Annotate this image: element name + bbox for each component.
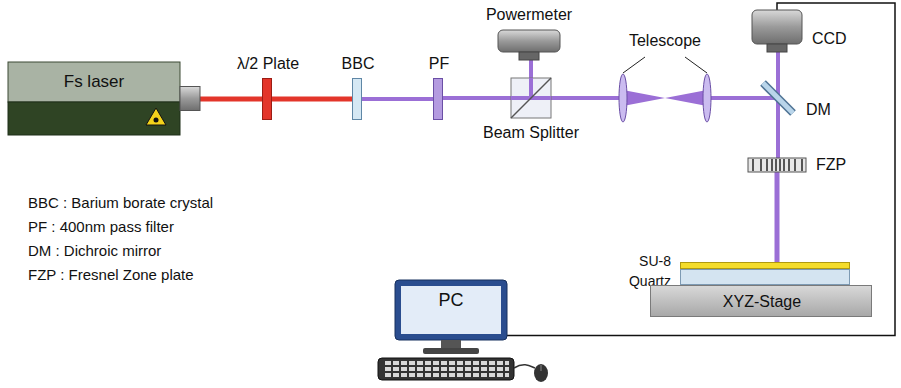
zone-ring (779, 159, 781, 171)
laser-source: Fs laser (8, 62, 200, 135)
mouse (514, 364, 548, 382)
focus-cone (623, 90, 665, 106)
device-port (767, 44, 787, 52)
bbo-crystal: BBC (352, 78, 362, 120)
focus-cone (665, 90, 707, 106)
xyz-stage: XYZ-Stage (650, 285, 872, 317)
zone-ring (752, 159, 754, 171)
component-label: Powermeter (486, 6, 572, 24)
laser-beam (715, 96, 760, 100)
telescope: Telescope (615, 72, 715, 124)
signal-wire (507, 3, 895, 336)
abbreviation-note: FZP : Fresnel Zone plate (28, 266, 194, 283)
component-label: BBC (342, 55, 375, 73)
dichroic-mirror-shape (760, 80, 796, 116)
laser-beam (272, 97, 352, 102)
zone-ring (783, 159, 785, 171)
abbreviation-note: PF : 400nm pass filter (28, 218, 174, 235)
zone-ring (788, 159, 790, 171)
powermeter-shape (498, 30, 560, 60)
component-label: PC (438, 290, 463, 311)
warning-dot (154, 118, 159, 123)
mirror-edge (763, 83, 793, 113)
fzp-body (748, 158, 806, 172)
half-wave-plate: λ/2 Plate (262, 78, 272, 120)
monitor-frame (395, 280, 507, 340)
component-label: λ/2 Plate (237, 55, 299, 73)
splitter-face (511, 78, 551, 118)
focused-beam (775, 172, 780, 262)
zone-ring (801, 159, 803, 171)
monitor-stand (441, 340, 461, 348)
ccd-camera: CCD (752, 10, 802, 52)
bracket-line (685, 57, 707, 73)
laser-beam (362, 97, 433, 101)
zone-ring (771, 159, 773, 171)
component-label: Fs laser (64, 72, 124, 92)
warning-sign (146, 108, 166, 125)
pc-monitor: PC (395, 280, 507, 354)
pass-filter: PF (433, 78, 443, 120)
fresnel-zone-plate-shape (748, 158, 806, 172)
laser-beam (529, 60, 533, 78)
device-body (752, 10, 802, 44)
zone-ring (760, 159, 762, 171)
beam-splitter: Beam Splitter (511, 78, 551, 118)
monitor-screen (401, 286, 501, 334)
zone-ring (794, 159, 796, 171)
device-body (498, 30, 560, 52)
ccd-camera-shape (752, 10, 802, 52)
laser-beam (776, 52, 780, 80)
lens (703, 74, 711, 122)
cube-body (511, 78, 551, 118)
beam-inside (529, 78, 533, 98)
abbreviation-note: BBC : Barium borate crystal (28, 194, 213, 211)
component-label: FZP (816, 156, 846, 174)
laser-base (8, 102, 180, 135)
component-label: PF (429, 55, 449, 73)
component-label: DM (806, 101, 831, 119)
quartz-substrate: Quartz (680, 269, 850, 285)
lens (619, 74, 627, 122)
laser-head (180, 87, 200, 111)
dichroic-mirror: DM (760, 80, 796, 116)
component-label: CCD (812, 30, 847, 48)
component-label: Beam Splitter (483, 124, 579, 142)
keyboard (378, 358, 514, 380)
laser-beam (200, 97, 262, 102)
powermeter: Powermeter (498, 30, 560, 60)
bracket-line (623, 57, 645, 73)
laser-top (8, 62, 180, 102)
beam-splitter-shape (511, 78, 551, 118)
su8-layer: SU-8 (680, 262, 850, 269)
laser-beam (443, 96, 511, 100)
zone-ring (775, 159, 777, 171)
abbreviation-note: DM : Dichroic mirror (28, 242, 161, 259)
component-label: Telescope (629, 32, 701, 50)
component-label: XYZ-Stage (723, 293, 801, 311)
laser-beam (776, 116, 780, 158)
fresnel-zone-plate: FZP (748, 158, 806, 172)
laser-beam (551, 96, 615, 100)
monitor-base (423, 348, 479, 354)
mirror-face (763, 83, 793, 113)
device-port (519, 52, 539, 60)
telescope-shape (615, 72, 715, 124)
component-label: SU-8 (639, 253, 671, 269)
zone-ring (766, 159, 768, 171)
